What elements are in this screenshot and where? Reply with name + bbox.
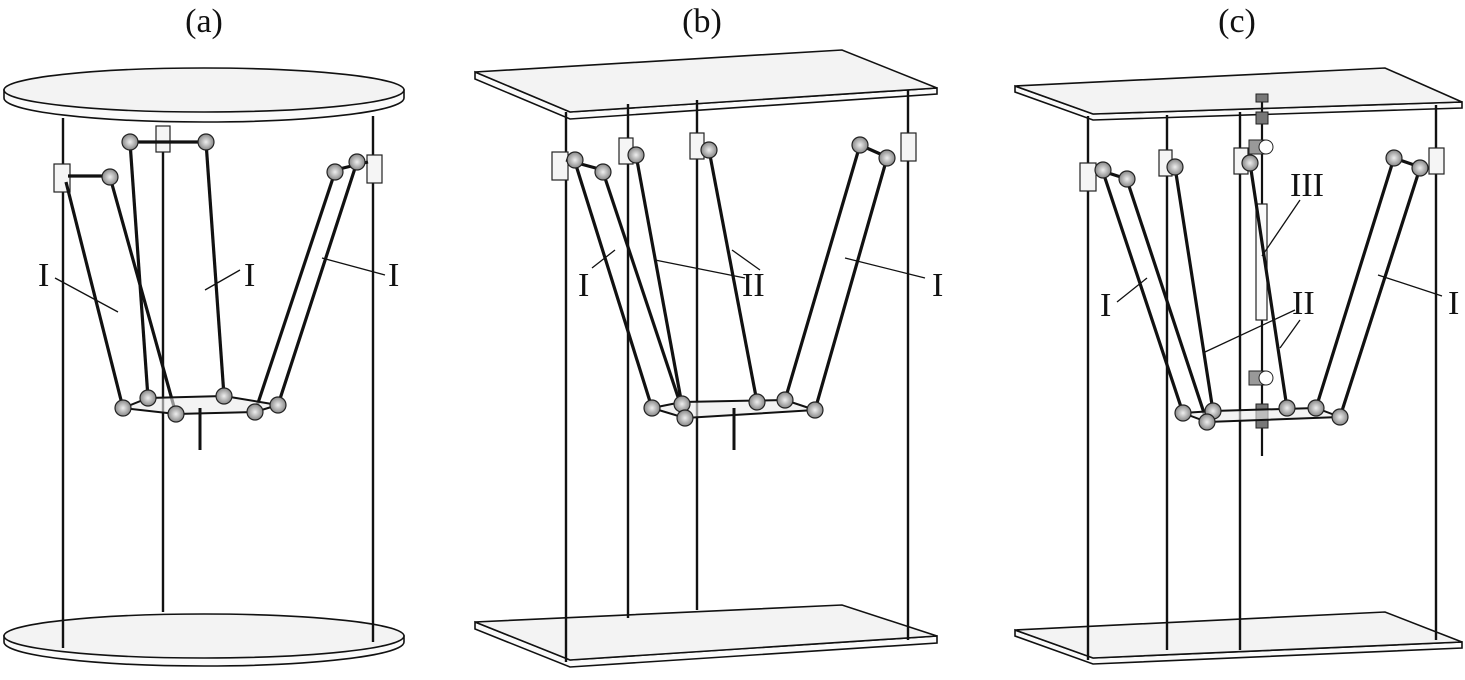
telescopic-link-III [1255, 203, 1268, 321]
panel-caption-c: (c) [1218, 3, 1256, 40]
labels-a: I I I [38, 257, 399, 313]
label-I: I [38, 257, 49, 294]
guide-rods [1086, 105, 1438, 660]
label-II: II [1292, 285, 1315, 322]
arms [573, 144, 889, 419]
label-I: I [578, 267, 589, 304]
label-III: III [1290, 167, 1324, 204]
arms [1101, 157, 1422, 423]
label-I: I [1100, 287, 1111, 324]
panel-caption-a: (a) [185, 3, 223, 40]
bottom-base-rectangular [1014, 611, 1463, 665]
panel-b: (b) [474, 3, 943, 668]
label-I: I [932, 267, 943, 304]
bottom-base-rectangular [474, 604, 938, 668]
label-II: II [742, 267, 765, 304]
guide-rods [564, 90, 910, 662]
arms [64, 141, 359, 415]
label-I: I [1448, 285, 1459, 322]
panel-a: (a) [3, 3, 405, 667]
labels-c: I III II I [1100, 167, 1459, 353]
label-I: I [388, 257, 399, 294]
top-base-rectangular [1014, 67, 1463, 121]
panel-caption-b: (b) [682, 3, 722, 40]
spherical-joints [1094, 149, 1429, 431]
spherical-joints [566, 136, 896, 427]
label-I: I [244, 257, 255, 294]
panel-c: (c) [1014, 3, 1463, 665]
bottom-base-circular [3, 613, 405, 667]
spherical-joints [101, 133, 366, 423]
top-base-rectangular [474, 49, 938, 120]
top-base-circular [3, 67, 405, 123]
labels-b: I II I [578, 249, 943, 304]
